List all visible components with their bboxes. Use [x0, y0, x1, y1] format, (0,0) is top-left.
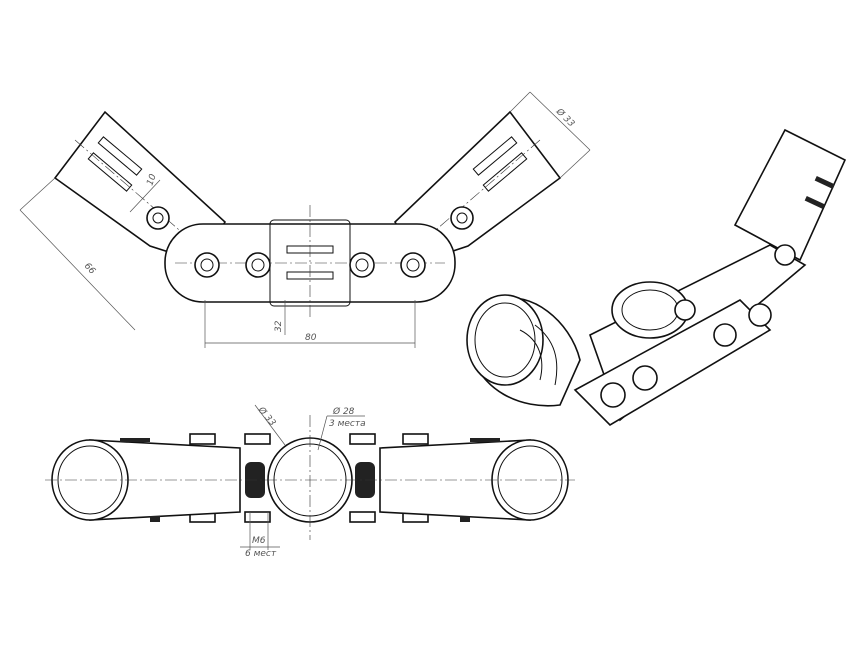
- dim-height: 32: [274, 320, 284, 332]
- dim-inner-count: 3 места: [329, 419, 366, 429]
- iso-tube-end: [466, 294, 544, 386]
- dim-front-tube-dia: Ø 33: [255, 404, 278, 428]
- bolts: [146, 206, 474, 278]
- dim-bolt-offset: 10: [145, 173, 158, 187]
- front-view: Ø 33 Ø 28 3 места M6 6 мест: [45, 404, 575, 559]
- dim-width: 80: [305, 333, 317, 343]
- dim-arm-length: 66: [82, 261, 97, 276]
- dim-inner-dia: Ø 28: [332, 406, 355, 417]
- dim-bolt-size: M6: [252, 536, 266, 546]
- dim-bolt-count: 6 мест: [245, 549, 277, 559]
- isometric-view: [466, 128, 847, 427]
